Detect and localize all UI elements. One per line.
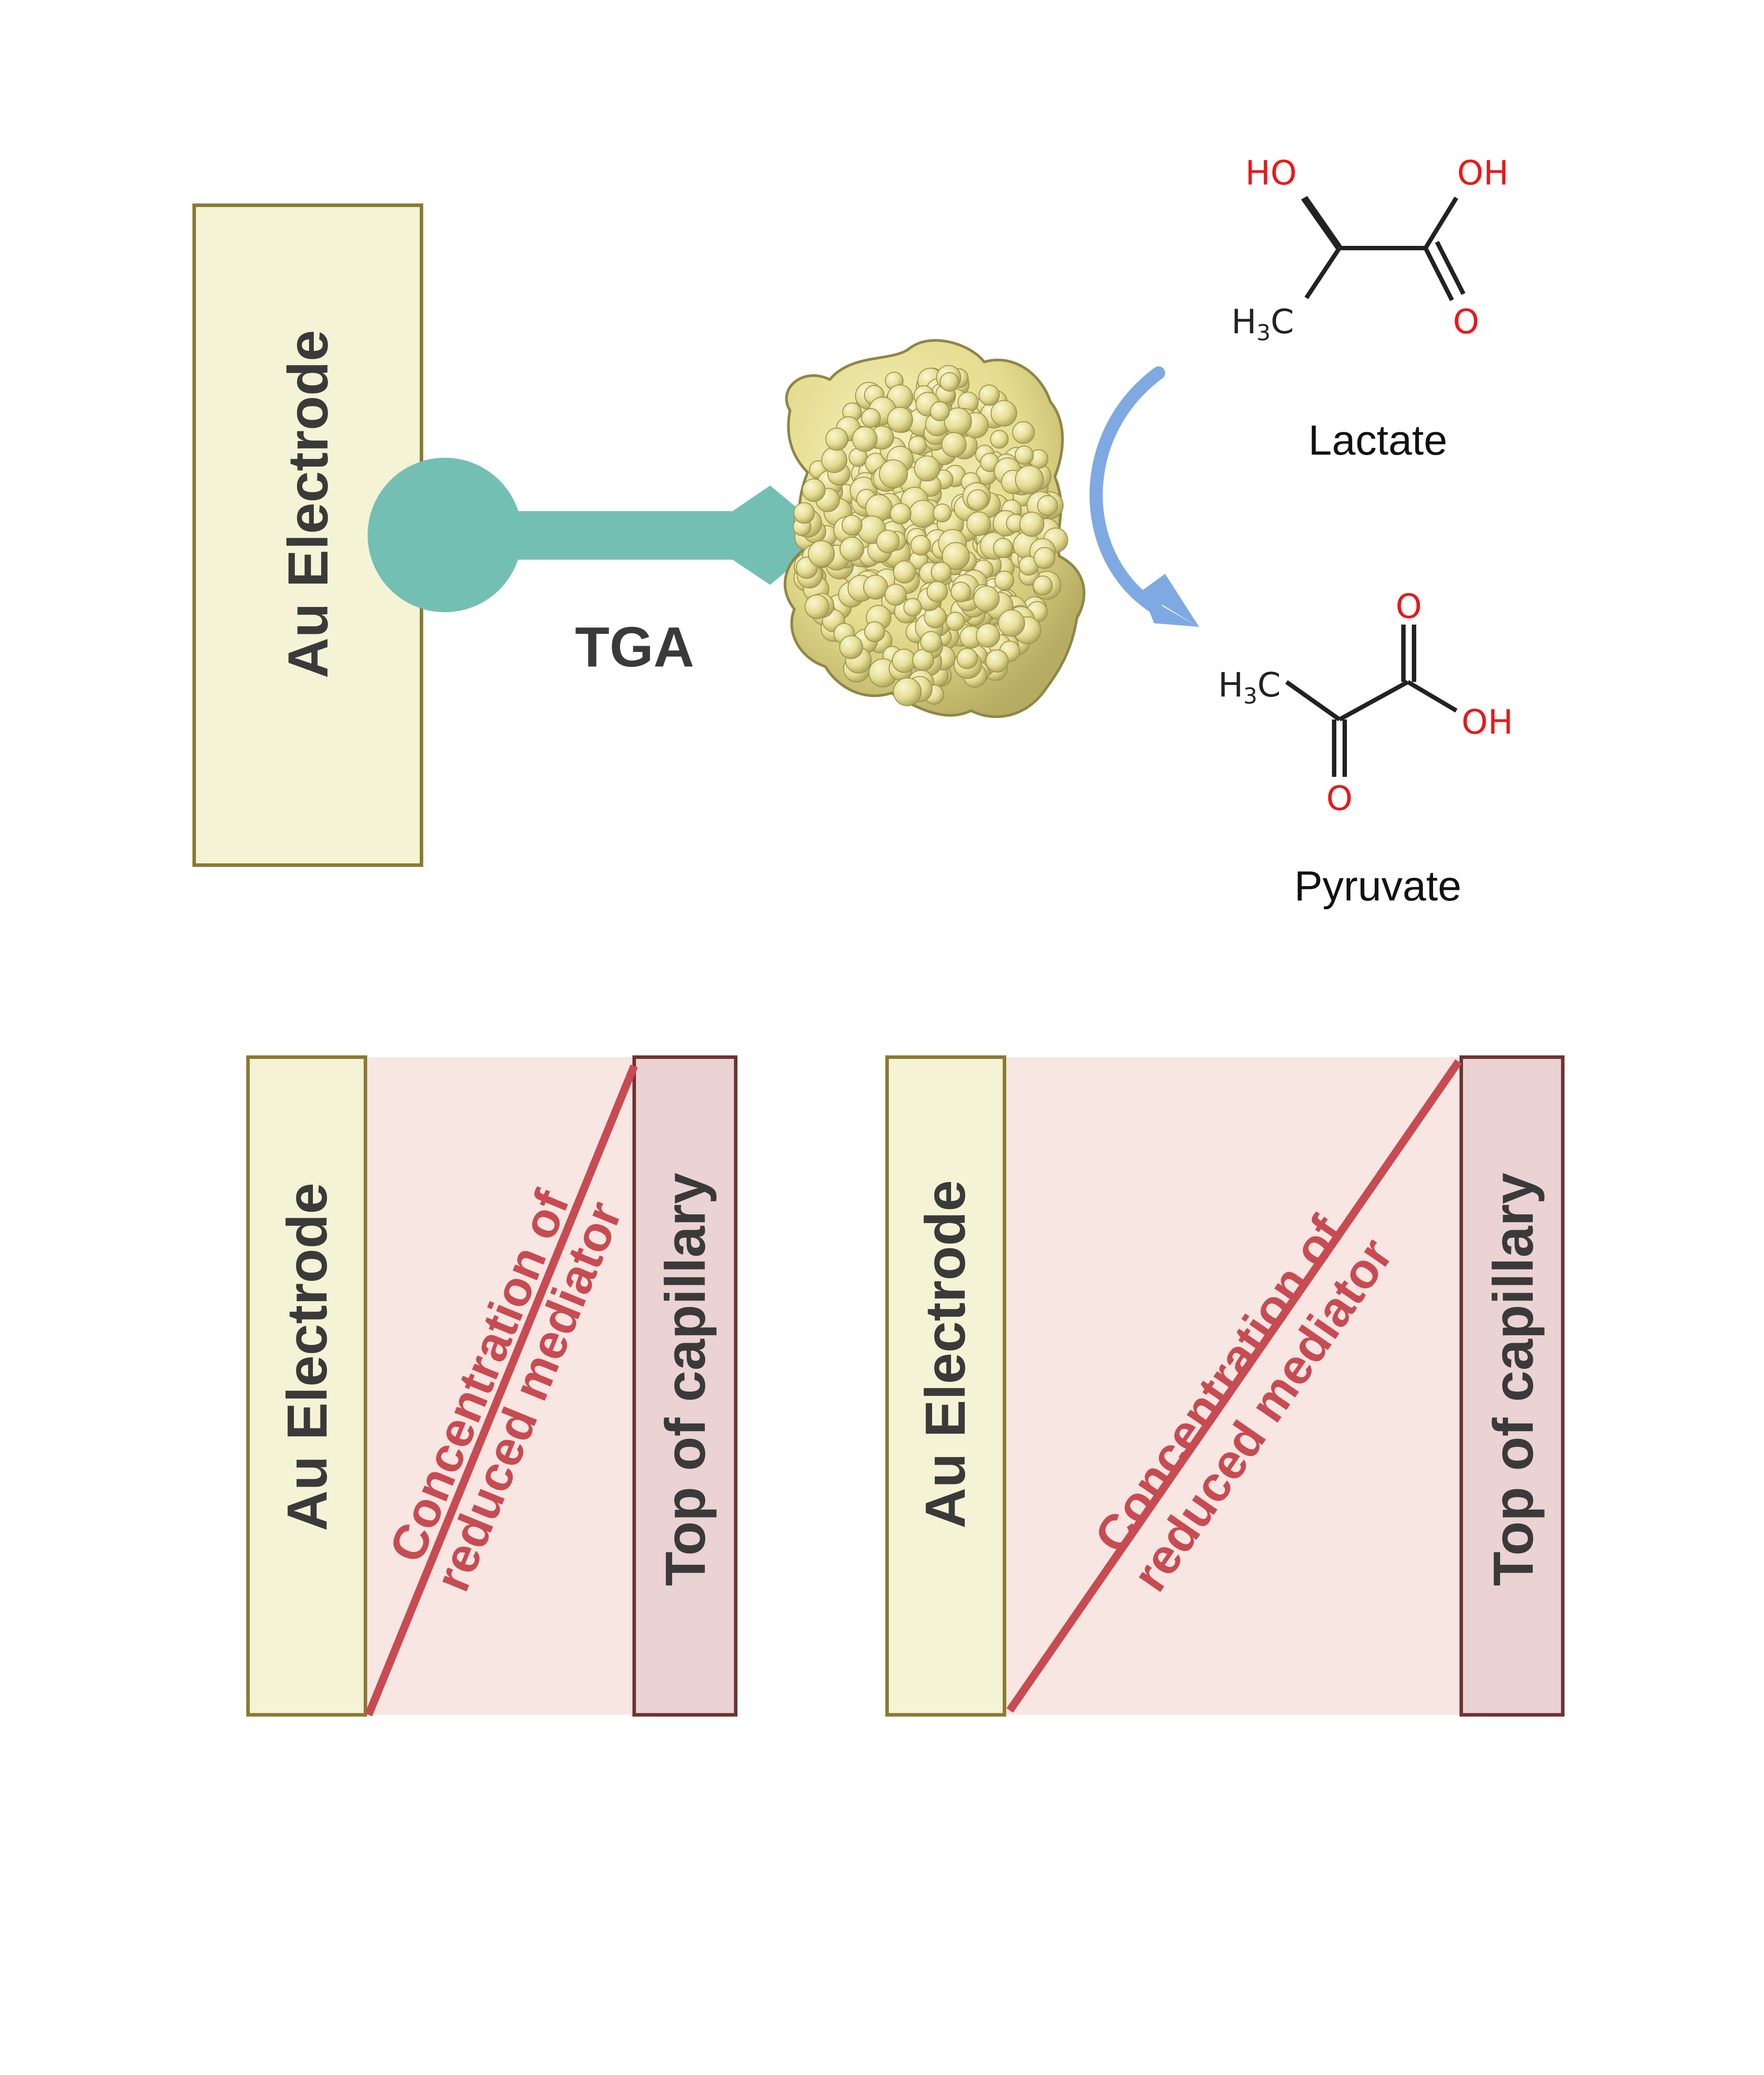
protein-bead — [802, 478, 826, 502]
protein-bead — [887, 407, 913, 433]
panel2-capillary-label: Top of capillary — [1482, 1173, 1545, 1586]
protein-bead — [909, 500, 937, 528]
protein-bead — [994, 570, 1015, 591]
lactate-oh: OH — [1457, 153, 1509, 192]
protein-bead — [892, 648, 916, 673]
protein-bead — [1037, 495, 1058, 516]
protein-bead — [920, 631, 942, 653]
protein-bead — [978, 384, 1000, 406]
tga-thiol-head — [368, 458, 522, 612]
panel1-au-electrode-label: Au Electrode — [276, 1182, 339, 1531]
lactate-name: Lactate — [1309, 417, 1448, 464]
protein-bead — [910, 535, 931, 556]
pyruvate-structure: O OH O H3C — [1218, 587, 1513, 818]
protein-bead — [879, 459, 908, 489]
panel1-au-electrode — [246, 1055, 367, 1717]
panel-narrow-gap: Au Electrode Top of capillary Concentrat… — [246, 1055, 737, 1717]
protein-bead — [864, 621, 885, 642]
protein-bead — [1019, 512, 1045, 537]
protein-bead — [973, 585, 1000, 612]
protein-bead — [793, 502, 815, 524]
protein-bead — [931, 561, 952, 583]
panel2-concentration-gradient-line — [1006, 1059, 1462, 1713]
pyruvate-o-bottom: O — [1326, 779, 1353, 818]
protein-bead — [956, 648, 978, 669]
reaction-arrow — [1089, 366, 1200, 628]
protein-bead — [852, 426, 878, 452]
protein-bead — [914, 455, 940, 482]
lactate-o: O — [1453, 302, 1479, 341]
lactate-structure: HO OH O H3C — [1231, 153, 1508, 346]
protein-bead — [825, 427, 849, 451]
enzyme-protein — [783, 339, 1086, 718]
protein-bead — [861, 408, 881, 428]
protein-bead — [890, 503, 912, 525]
protein-bead — [908, 436, 927, 455]
protein-bead — [940, 372, 959, 392]
protein-bead — [805, 594, 830, 619]
protein-bead — [903, 598, 922, 617]
pyruvate-h3c: H3C — [1218, 665, 1281, 709]
top-au-electrode-label: Au Electrode — [277, 330, 340, 678]
protein-bead — [926, 581, 948, 603]
protein-bead — [976, 623, 1000, 648]
lactate-h3c: H3C — [1231, 302, 1294, 346]
protein-bead — [966, 511, 991, 536]
panel1-concentration-gradient-line — [365, 1064, 638, 1717]
tga-carboxyl-head — [733, 486, 830, 585]
protein-bead — [942, 542, 970, 570]
protein-bead — [884, 584, 907, 606]
protein-bead — [998, 609, 1025, 637]
protein-bead — [842, 515, 862, 536]
protein-bead — [863, 575, 888, 600]
protein-bead — [990, 430, 1009, 449]
protein-bead — [912, 649, 934, 671]
panel-wide-gap: Au Electrode Top of capillary Concentrat… — [885, 1055, 1565, 1717]
protein-bead — [1012, 421, 1035, 444]
top-schematic: Au Electrode TGA HO — [192, 153, 1513, 910]
panel2-au-electrode-label: Au Electrode — [914, 1180, 977, 1529]
protein-bead — [876, 530, 900, 554]
panel2-au-electrode — [885, 1055, 1006, 1717]
panel1-top-of-capillary — [632, 1055, 737, 1717]
pyruvate-o-top: O — [1395, 587, 1422, 626]
protein-bead — [808, 540, 835, 567]
protein-bead — [951, 581, 971, 603]
protein-bead — [929, 401, 950, 422]
tga-label: TGA — [575, 616, 694, 679]
protein-bead — [946, 611, 965, 631]
protein-bead — [933, 503, 952, 523]
protein-bead — [893, 560, 916, 584]
lactate-ho: HO — [1245, 153, 1297, 192]
protein-bead — [993, 538, 1013, 558]
protein-bead — [839, 635, 863, 659]
protein-bead — [821, 447, 847, 473]
protein-bead — [1015, 445, 1034, 465]
protein-bead — [839, 536, 865, 561]
pyruvate-name: Pyruvate — [1294, 862, 1462, 910]
panel2-top-of-capillary — [1459, 1055, 1565, 1717]
protein-bead — [967, 489, 989, 511]
protein-bead — [985, 649, 1009, 673]
tga-chain — [494, 511, 741, 560]
protein-bead — [941, 432, 967, 458]
protein-bead — [1033, 547, 1056, 569]
pyruvate-oh: OH — [1462, 702, 1513, 742]
tga-linker — [368, 458, 830, 612]
panel1-capillary-label: Top of capillary — [654, 1173, 717, 1586]
protein-bead — [1015, 465, 1044, 494]
protein-bead — [893, 677, 922, 706]
protein-surface-beads — [793, 365, 1068, 706]
protein-bead — [990, 400, 1017, 427]
protein-bead — [1033, 575, 1053, 596]
